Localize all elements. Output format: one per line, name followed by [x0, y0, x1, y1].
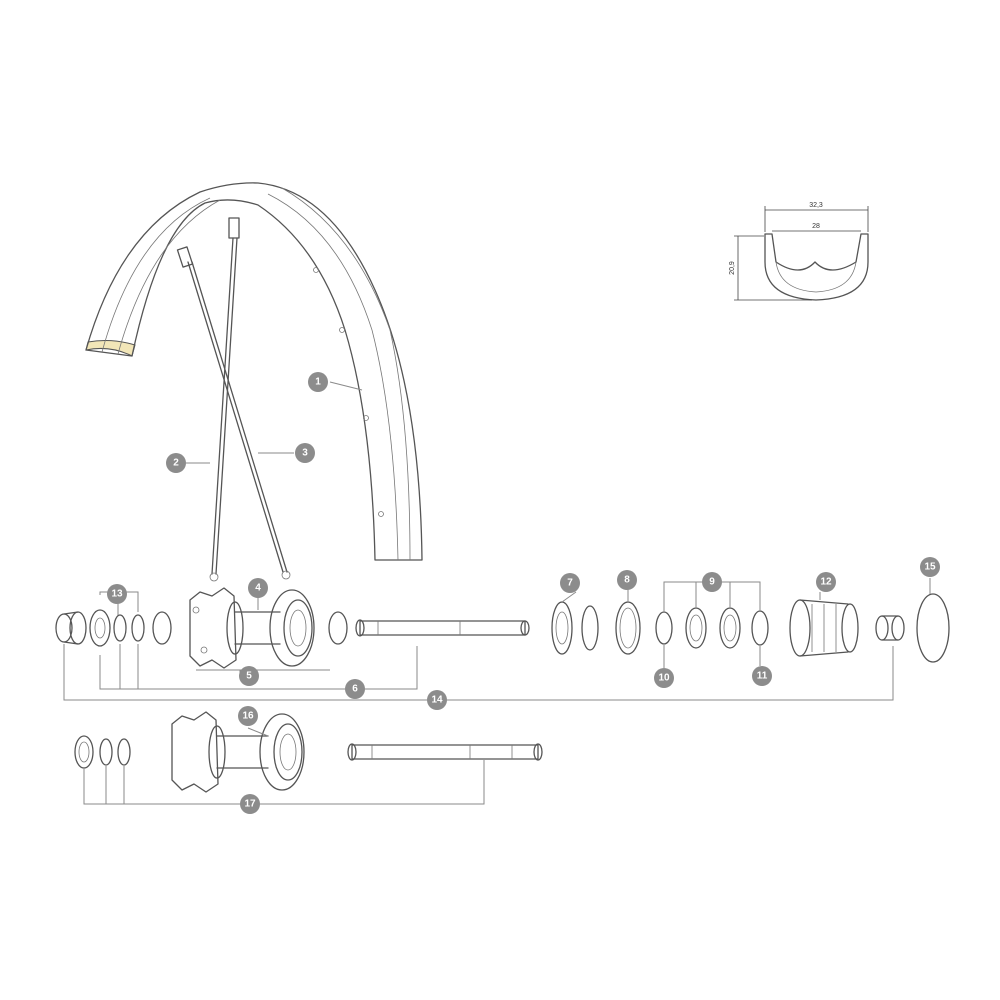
bearing-left — [152, 611, 172, 645]
rim-profile-section: 32,3 28 20,9 — [729, 202, 869, 301]
svg-text:9: 9 — [709, 577, 715, 588]
hub-assembly-rear — [55, 587, 950, 669]
svg-text:14: 14 — [431, 695, 443, 706]
svg-text:3: 3 — [302, 448, 308, 459]
svg-text:11: 11 — [757, 671, 768, 682]
bearing-9a — [685, 607, 707, 649]
o-ring-15 — [916, 593, 950, 663]
hub-body-4 — [189, 587, 315, 669]
bearing-set-17 — [74, 735, 131, 769]
callout-6: 6 — [345, 679, 365, 699]
end-cap-left — [55, 611, 87, 645]
callout-15: 15 — [920, 557, 940, 577]
svg-text:2: 2 — [173, 458, 179, 469]
callout-9: 9 — [702, 572, 722, 592]
spacer-10 — [655, 611, 673, 645]
callout-1: 1 — [308, 372, 328, 392]
callout-14: 14 — [427, 690, 447, 710]
axle-6 — [355, 619, 530, 637]
callouts: 1 2 3 4 5 6 7 8 9 10 11 12 13 14 15 16 1… — [107, 372, 940, 814]
spacer-11 — [751, 610, 769, 646]
svg-text:10: 10 — [658, 673, 670, 684]
callout-16: 16 — [238, 706, 258, 726]
hub-assembly-front — [74, 711, 543, 793]
profile-outer-width: 32,3 — [809, 202, 823, 209]
freehub-body-12 — [789, 599, 859, 657]
callout-11: 11 — [752, 666, 772, 686]
svg-text:17: 17 — [244, 799, 256, 810]
bearing-9b — [719, 607, 741, 649]
spoke-2 — [176, 246, 291, 580]
svg-text:4: 4 — [255, 583, 261, 594]
callout-8: 8 — [617, 570, 637, 590]
ratchet-ring-7 — [551, 601, 599, 655]
profile-height: 20,9 — [729, 261, 736, 275]
end-cap-right — [875, 615, 905, 641]
svg-text:5: 5 — [246, 671, 252, 682]
callout-10: 10 — [654, 668, 674, 688]
callout-17: 17 — [240, 794, 260, 814]
svg-text:1: 1 — [315, 377, 321, 388]
rim-arc — [85, 182, 423, 561]
callout-5: 5 — [239, 666, 259, 686]
svg-text:7: 7 — [567, 578, 573, 589]
profile-inner-width: 28 — [812, 223, 820, 230]
svg-text:16: 16 — [242, 711, 254, 722]
callout-13: 13 — [107, 584, 127, 604]
svg-text:15: 15 — [924, 562, 936, 573]
callout-7: 7 — [560, 573, 580, 593]
axle-front — [347, 743, 543, 761]
svg-text:8: 8 — [624, 575, 630, 586]
callout-3: 3 — [295, 443, 315, 463]
spoke-3 — [209, 217, 240, 582]
callout-12: 12 — [816, 572, 836, 592]
callout-4: 4 — [248, 578, 268, 598]
callout-2: 2 — [166, 453, 186, 473]
svg-text:13: 13 — [111, 589, 123, 600]
svg-text:12: 12 — [820, 577, 832, 588]
svg-text:6: 6 — [352, 684, 358, 695]
bearing-set-13 — [89, 609, 145, 647]
hub-body-16 — [171, 711, 305, 793]
bearing-right — [328, 611, 348, 645]
leader-lines — [63, 381, 931, 805]
